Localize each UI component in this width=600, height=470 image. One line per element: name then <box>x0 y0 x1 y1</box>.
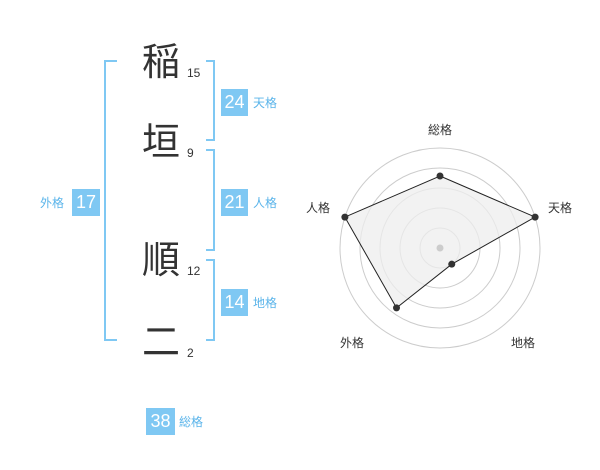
stroke-count-3: 12 <box>187 264 201 278</box>
jinkaku-bracket <box>206 149 215 251</box>
radar-center-dot <box>436 244 444 252</box>
radar-point <box>436 172 444 180</box>
radar-point <box>393 304 401 312</box>
tenkaku-label: 天格 <box>253 96 278 110</box>
stroke-count-2: 9 <box>187 146 194 160</box>
radar-label-jinkaku: 人格 <box>306 201 331 215</box>
name-char-4: 二 <box>141 320 180 364</box>
radar-label-gaikaku: 外格 <box>340 336 365 350</box>
radar-label-soukaku: 総格 <box>428 123 453 137</box>
soukaku-label: 総格 <box>179 415 204 429</box>
soukaku-value: 38 <box>146 408 175 435</box>
name-char-2: 垣 <box>141 120 180 164</box>
radar-point <box>341 213 349 221</box>
name-char-3: 順 <box>141 238 180 282</box>
gaikaku-label: 外格 <box>40 196 65 210</box>
radar-polygon <box>344 175 537 309</box>
gaikaku-value: 17 <box>72 189 100 216</box>
chikaku-bracket <box>206 259 215 341</box>
jinkaku-label: 人格 <box>253 196 278 210</box>
stroke-count-4: 2 <box>187 346 194 360</box>
jinkaku-value: 21 <box>221 189 248 216</box>
radar-label-tenkaku: 天格 <box>548 201 573 215</box>
name-char-1: 稲 <box>141 40 180 84</box>
radar-point <box>531 213 539 221</box>
chikaku-label: 地格 <box>253 296 278 310</box>
chikaku-value: 14 <box>221 289 248 316</box>
tenkaku-bracket <box>206 60 215 141</box>
radar-label-chikaku: 地格 <box>511 336 536 350</box>
radar-point <box>448 260 456 268</box>
tenkaku-value: 24 <box>221 89 248 116</box>
gaikaku-bracket <box>104 60 117 341</box>
stroke-count-1: 15 <box>187 66 201 80</box>
